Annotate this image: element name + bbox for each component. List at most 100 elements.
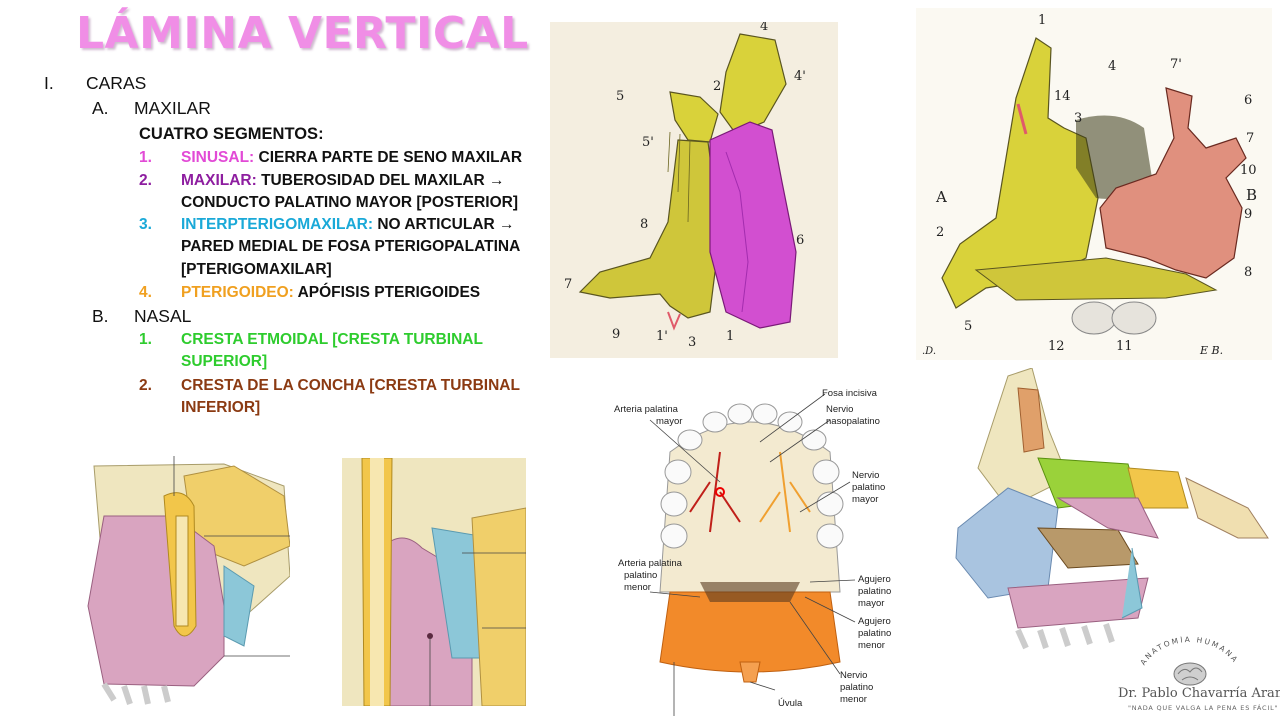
sinus-opening-shape bbox=[1076, 115, 1152, 199]
pointer-line bbox=[649, 591, 701, 598]
section-heading: CARAS bbox=[86, 73, 147, 93]
pterygoid-yellow-shape bbox=[471, 507, 526, 706]
item-continuation: SUPERIOR] bbox=[181, 353, 268, 370]
label-arteria: Arteria palatina bbox=[618, 558, 683, 569]
label-4-prime: 4' bbox=[794, 69, 806, 84]
orbital-process-shape bbox=[719, 33, 787, 135]
item-number: 2. bbox=[139, 377, 152, 394]
label-D: .D. bbox=[922, 346, 936, 357]
label-agujero: Agujero bbox=[858, 616, 891, 627]
molar-shape bbox=[1071, 301, 1117, 335]
label-uvula: Úvula bbox=[778, 698, 803, 709]
label-10: 10 bbox=[1240, 163, 1257, 178]
brand-name: Dr. Pablo Chavarría Aramayo bbox=[1118, 686, 1280, 701]
alveolar-shape bbox=[974, 257, 1218, 301]
soft-palate-shape bbox=[659, 591, 841, 673]
nasal-wall-drawing bbox=[955, 368, 1269, 650]
list-item: MAXILAR: TUBEROSIDAD DEL MAXILAR → bbox=[181, 172, 505, 190]
skull-atlas-figure bbox=[84, 456, 290, 712]
item-continuation: CONDUCTO PALATINO MAYOR [POSTERIOR] bbox=[181, 194, 518, 211]
subsection-heading: MAXILAR bbox=[134, 98, 211, 118]
label-nervio: Nervio bbox=[852, 470, 879, 481]
item-text: TUBEROSIDAD DEL MAXILAR → bbox=[261, 172, 505, 189]
page-title: LÁMINA VERTICAL bbox=[76, 8, 529, 59]
pointer-line bbox=[769, 419, 831, 463]
maxillary-surface-shape bbox=[709, 121, 797, 329]
label-B: B bbox=[1246, 186, 1257, 204]
label-9: 9 bbox=[1244, 207, 1252, 222]
pointer-line bbox=[759, 393, 826, 443]
item-label: INTERPTERIGOMAXILAR: bbox=[181, 216, 374, 233]
item-continuation: PARED MEDIAL DE FOSA PTERIGOPALATINA bbox=[181, 238, 521, 255]
label-3: 3 bbox=[688, 335, 696, 350]
label-palatino: palatino bbox=[858, 586, 891, 597]
segments-heading: CUATRO SEGMENTOS: bbox=[139, 125, 324, 143]
nasal-region-blue bbox=[955, 487, 1059, 599]
label-9: 9 bbox=[612, 327, 620, 342]
teeth-shape bbox=[1015, 623, 1115, 650]
uvula-shape bbox=[739, 661, 761, 683]
hard-palate-drawing: Fosa incisiva Arteria palatina mayor Ner… bbox=[614, 388, 891, 716]
pointer-line bbox=[804, 596, 856, 623]
label-mayor: mayor bbox=[656, 416, 682, 427]
concha-brown-shape bbox=[1036, 527, 1139, 569]
list-item: CRESTA DE LA CONCHA [CRESTA TURBINAL bbox=[181, 377, 520, 394]
list-item: SINUSAL: CIERRA PARTE DE SENO MAXILAR bbox=[181, 149, 522, 167]
surface-hatching bbox=[725, 151, 749, 313]
label-6: 6 bbox=[796, 233, 804, 248]
label-4: 4 bbox=[760, 22, 768, 34]
item-number: 1. bbox=[139, 149, 152, 166]
frontal-sinus-shape bbox=[1017, 387, 1045, 453]
label-2: 2 bbox=[713, 79, 721, 94]
item-number: 1. bbox=[139, 331, 152, 348]
label-1: 1 bbox=[726, 329, 734, 344]
foramen-dot bbox=[427, 633, 433, 639]
label-mayor: mayor bbox=[858, 598, 884, 609]
list-item: PTERIGOIDEO: APÓFISIS PTERIGOIDES bbox=[181, 284, 480, 302]
palatine-shape bbox=[1099, 87, 1247, 279]
label-14: 14 bbox=[1054, 89, 1071, 104]
label-11: 11 bbox=[1116, 339, 1133, 354]
label-4: 4 bbox=[1108, 59, 1116, 74]
item-text: NO ARTICULAR → bbox=[377, 216, 515, 233]
subsection-letter: A. bbox=[92, 98, 109, 118]
trabecular-bone-shape bbox=[175, 515, 189, 627]
label-8: 8 bbox=[640, 217, 648, 232]
list-item: INTERPTERIGOMAXILAR: NO ARTICULAR → bbox=[181, 216, 515, 234]
sphenoidal-process-shape bbox=[669, 91, 719, 143]
label-3: 3 bbox=[1074, 111, 1082, 126]
palatine-bone-drawing: 4 4' 5 2 5' 8 6 7 9 1' 3 1 bbox=[564, 22, 806, 350]
choanae-shape bbox=[700, 582, 800, 602]
item-text: APÓFISIS PTERIGOIDES bbox=[297, 284, 481, 301]
foramen-marker bbox=[715, 487, 725, 497]
label-nervio: Nervio bbox=[826, 404, 853, 415]
palatine-lateral-drawing: 1 14 3 4 7' 6 7 10 A B 9 2 8 5 12 11 .D.… bbox=[922, 13, 1257, 357]
label-6: 6 bbox=[1244, 93, 1252, 108]
subsection-letter: B. bbox=[92, 306, 109, 326]
label-7-prime: 7' bbox=[1170, 57, 1182, 72]
brand-logo: ANATOMÍA HUMANA bbox=[1138, 636, 1240, 686]
brand-arc-text: ANATOMÍA HUMANA bbox=[1138, 636, 1240, 667]
nasal-wall-figure bbox=[948, 368, 1274, 652]
blue-region-shape bbox=[223, 565, 255, 647]
teeth-shape bbox=[101, 682, 171, 705]
item-number: 4. bbox=[139, 284, 152, 301]
item-continuation: [PTERIGOMAXILAR] bbox=[181, 261, 332, 278]
trabecular-bone-shape bbox=[370, 458, 384, 706]
label-palatino: palatino bbox=[852, 482, 885, 493]
label-2: 2 bbox=[936, 225, 944, 240]
nerve-lines bbox=[759, 451, 811, 533]
pointer-line bbox=[649, 419, 721, 483]
label-A: A bbox=[935, 188, 947, 206]
perpendicular-plate-shape bbox=[578, 139, 721, 319]
label-menor: menor bbox=[624, 582, 651, 593]
middle-concha-pink bbox=[1056, 497, 1159, 539]
brain-icon bbox=[1173, 662, 1207, 686]
sphenoid-body-shape bbox=[1185, 477, 1269, 539]
label-nasopalatino: nasopalatino bbox=[826, 416, 880, 427]
atlas-detail-figure bbox=[342, 458, 526, 706]
atlas-detail-drawing bbox=[342, 458, 526, 706]
label-menor: menor bbox=[840, 694, 867, 705]
pointer-line bbox=[749, 681, 776, 691]
label-mayor: mayor bbox=[852, 494, 878, 505]
